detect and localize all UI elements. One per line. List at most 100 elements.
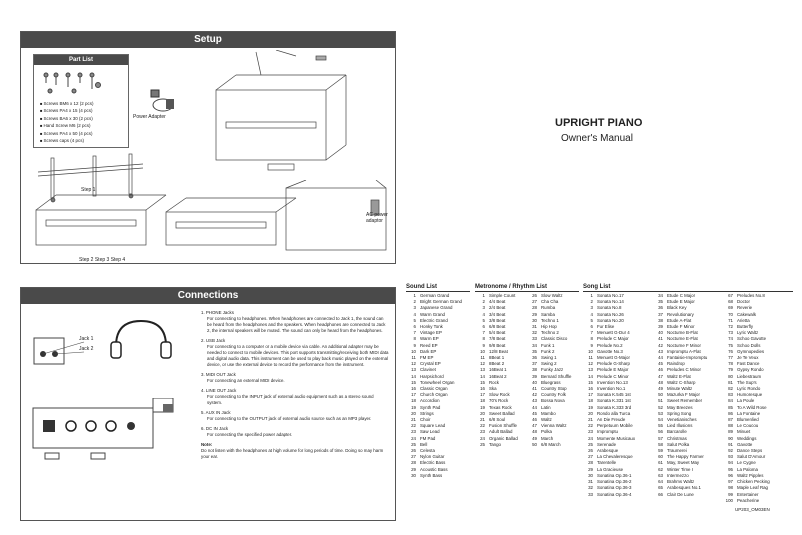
list-item-number: 18 xyxy=(411,398,416,404)
list-item-label: Raindrop xyxy=(667,361,685,367)
list-item-label: Etude E Major xyxy=(667,299,695,305)
list-item-label: Spring Song xyxy=(667,410,692,416)
list-item-number: 43 xyxy=(658,348,663,354)
document-code: UP203_OM03EN xyxy=(735,507,770,512)
list-item-label: Liebestraum xyxy=(737,373,762,379)
list-item-number: 14 xyxy=(588,373,593,379)
list-item-number: 12 xyxy=(480,361,485,367)
list-item-number: 92 xyxy=(728,448,733,454)
connection-item-heading: 6. DC IN Jack xyxy=(201,426,229,431)
list-item-number: 7 xyxy=(413,330,416,336)
list-item-label: Arabesque xyxy=(597,448,619,454)
list-item-label: Salut D'Amour xyxy=(737,454,766,460)
list-item-number: 28 xyxy=(411,460,416,466)
list-item-label: La Poule xyxy=(737,398,755,404)
list-item-label: Barcarolle xyxy=(667,429,687,435)
list-item-label: Arabesques No.1 xyxy=(667,485,701,491)
power-adapter-label: Power Adapter xyxy=(133,114,166,120)
list-item-label: 6/8 Soul xyxy=(489,417,506,423)
list-item-label: Butterfly xyxy=(737,324,754,330)
list-item-label: Black Key xyxy=(667,305,687,311)
list-item-number: 28 xyxy=(588,460,593,466)
list-item-label: Lied Illusions xyxy=(667,423,693,429)
list-item-number: 39 xyxy=(532,373,537,379)
list-item-label: The Sup's xyxy=(737,379,757,385)
list-item-number: 16 xyxy=(480,386,485,392)
list-item-label: An Die Freude xyxy=(597,417,626,423)
list-item-number: 60 xyxy=(658,454,663,460)
list-item-label: Dark EP xyxy=(420,348,437,354)
list-item-label: May, Sweet May xyxy=(667,460,700,466)
list-item-label: Hip Hop xyxy=(541,324,557,330)
list-item-number: 23 xyxy=(480,429,485,435)
list-item-label: Waltz xyxy=(541,417,552,423)
list-item-number: 25 xyxy=(588,441,593,447)
list-item-label: Prelude C Major xyxy=(597,336,629,342)
list-item-label: Funk 1 xyxy=(541,342,555,348)
list-item-number: 37 xyxy=(658,311,663,317)
list-item-number: 88 xyxy=(728,423,733,429)
list-item-number: 31 xyxy=(588,479,593,485)
list-item-number: 28 xyxy=(532,305,537,311)
list-item-label: Venetianisches xyxy=(667,417,697,423)
list-item-number: 24 xyxy=(588,435,593,441)
piano-top-illustration xyxy=(215,50,347,171)
list-item-label: Impromptu A-Flat xyxy=(667,348,701,354)
list-item-label: Mazurka F Major xyxy=(667,392,700,398)
list-item-number: 90 xyxy=(728,435,733,441)
list-item-number: 46 xyxy=(658,367,663,373)
list-item-label: Sonata K.333 3rd xyxy=(597,404,632,410)
list-item-label: La Paloma xyxy=(737,466,758,472)
list-item-number: 100 xyxy=(725,497,733,503)
list-item-label: Fantaisie-Impromptu xyxy=(667,355,708,361)
list-item-number: 20 xyxy=(480,410,485,416)
list-item-number: 93 xyxy=(728,454,733,460)
list-item-label: Rock xyxy=(489,379,500,385)
list-item-label: FM Pad xyxy=(420,435,436,441)
list-item-label: 12/8 Beat xyxy=(489,348,508,354)
connection-item-heading: 5. AUX IN Jack xyxy=(201,410,231,415)
list-item-label: Church Organ xyxy=(420,392,448,398)
list-item-number: 29 xyxy=(411,466,416,472)
list-item-number: 61 xyxy=(658,460,663,466)
list-item-label: Slow Rock xyxy=(489,392,510,398)
list-item-number: 91 xyxy=(728,441,733,447)
list-item-label: Etude C Major xyxy=(667,293,696,298)
list-item-number: 23 xyxy=(411,429,416,435)
list-item-number: 25 xyxy=(480,441,485,447)
screws-illustration xyxy=(43,72,101,94)
list-item-label: Fusion Shuffle xyxy=(489,423,517,429)
list-item-label: Japanese Grand xyxy=(420,305,453,311)
list-item-number: 79 xyxy=(728,367,733,373)
list-item-label: Waltz E-Flat xyxy=(667,373,691,379)
list-item-number: 51 xyxy=(658,398,663,404)
jack-panel-illustration xyxy=(33,337,85,365)
